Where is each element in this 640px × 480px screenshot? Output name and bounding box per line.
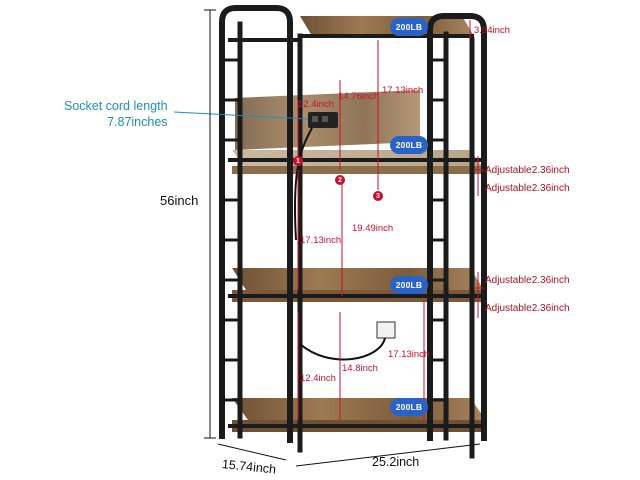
adjustable-label-1: Adjustable2.36inch <box>485 165 570 176</box>
socket-cord-label-line1: Socket cord length <box>64 99 168 113</box>
socket-cord-label: Socket cord length 7.87inches <box>64 98 168 130</box>
metal-frame <box>219 5 487 459</box>
overall-height-label: 56inch <box>160 193 199 208</box>
adjustable-label-3: Adjustable2.36inch <box>485 275 570 286</box>
dim-upper-mid: 14.76inch <box>338 91 380 102</box>
dim-lower-right: 17.13inch <box>388 349 430 360</box>
load-badge-top: 200LB <box>390 18 428 36</box>
dim-middle-right: 19.49inch <box>352 223 394 234</box>
dim-upper-outer: 17.13inch <box>382 85 424 96</box>
dim-lower-mid: 14.8inch <box>342 363 378 374</box>
dim-lower-left: 12.4inch <box>300 373 336 384</box>
socket-cord-label-line2: 7.87inches <box>107 115 168 129</box>
power-strip <box>293 112 396 361</box>
load-badge-bottom: 200LB <box>390 398 428 416</box>
marker-2: 2 <box>335 175 345 185</box>
dim-upper-inner: 12.4inch <box>298 99 334 110</box>
dim-middle-left: 17.13inch <box>300 235 342 246</box>
load-badge-upper: 200LB <box>390 136 428 154</box>
adjustable-label-4: Adjustable2.36inch <box>485 303 570 314</box>
load-badge-middle: 200LB <box>390 276 428 294</box>
inner-dimension-lines <box>297 20 484 420</box>
marker-3: 3 <box>373 191 383 201</box>
overall-dimension-lines <box>204 9 481 467</box>
adjustable-label-2: Adjustable2.36inch <box>485 183 570 194</box>
dim-top-gap: 3.94inch <box>474 25 510 36</box>
socket-leader-line <box>173 111 309 120</box>
marker-1: 1 <box>293 156 303 166</box>
overall-width-label: 25.2inch <box>372 455 420 469</box>
